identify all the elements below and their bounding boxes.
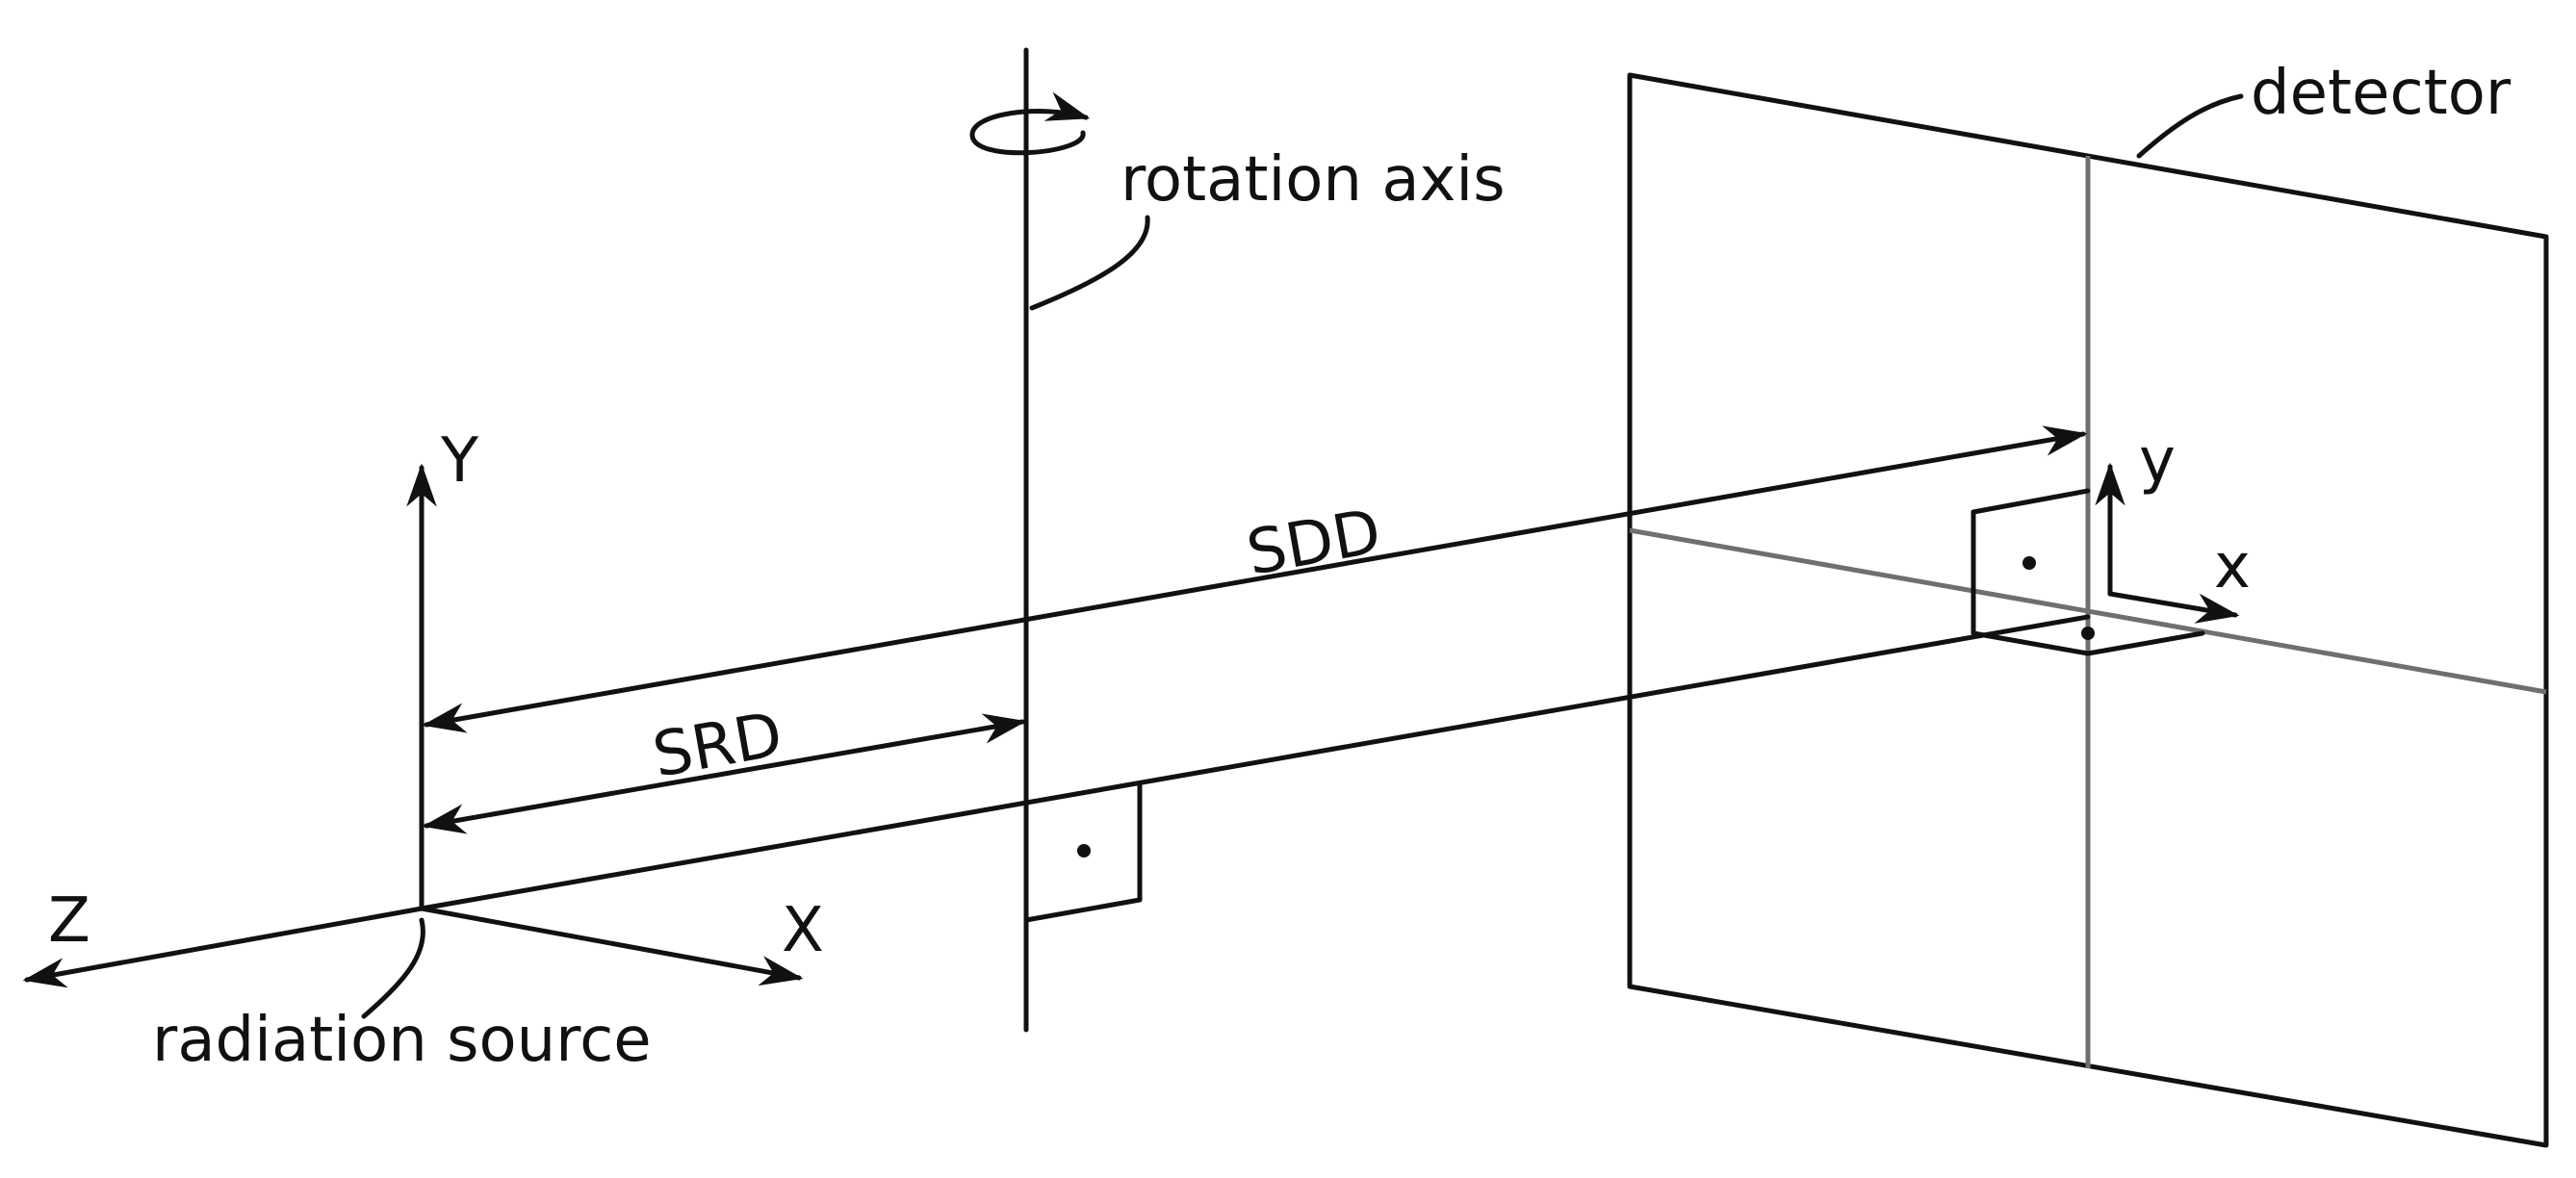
detector-x-axis-arrow (2107, 591, 2240, 624)
radiation-source-label: radiation source (152, 1005, 652, 1076)
rotation-axis-label-leader (1029, 215, 1150, 311)
detector-center-dot (2081, 627, 2095, 640)
sdd-dimension-arrow (422, 425, 2088, 733)
detector-vertical-right-angle-dot (2022, 556, 2036, 570)
srd-label: SRD (648, 700, 787, 792)
srd-dimension-arrow (422, 713, 1027, 834)
detector-label: detector (2251, 58, 2512, 129)
world-y-axis-label: Y (440, 425, 479, 497)
world-z-axis-label: Z (48, 885, 90, 957)
detector-y-axis-label: y (2139, 425, 2176, 497)
detector-x-axis-label: x (2214, 531, 2251, 602)
world-x-axis-arrow (419, 906, 804, 986)
radiation-source-label-leader (361, 917, 425, 1019)
world-z-axis-arrow (22, 906, 425, 988)
sdd-label: SDD (1242, 497, 1386, 590)
rotation-axis-right-angle-dot (1077, 844, 1091, 858)
detector-label-leader (2136, 93, 2244, 159)
rotation-arrow-icon (969, 91, 1091, 156)
world-x-axis-label: X (782, 895, 824, 966)
rotation-axis-right-angle-marker (1023, 781, 1143, 923)
rotation-axis-label: rotation axis (1121, 144, 1506, 216)
